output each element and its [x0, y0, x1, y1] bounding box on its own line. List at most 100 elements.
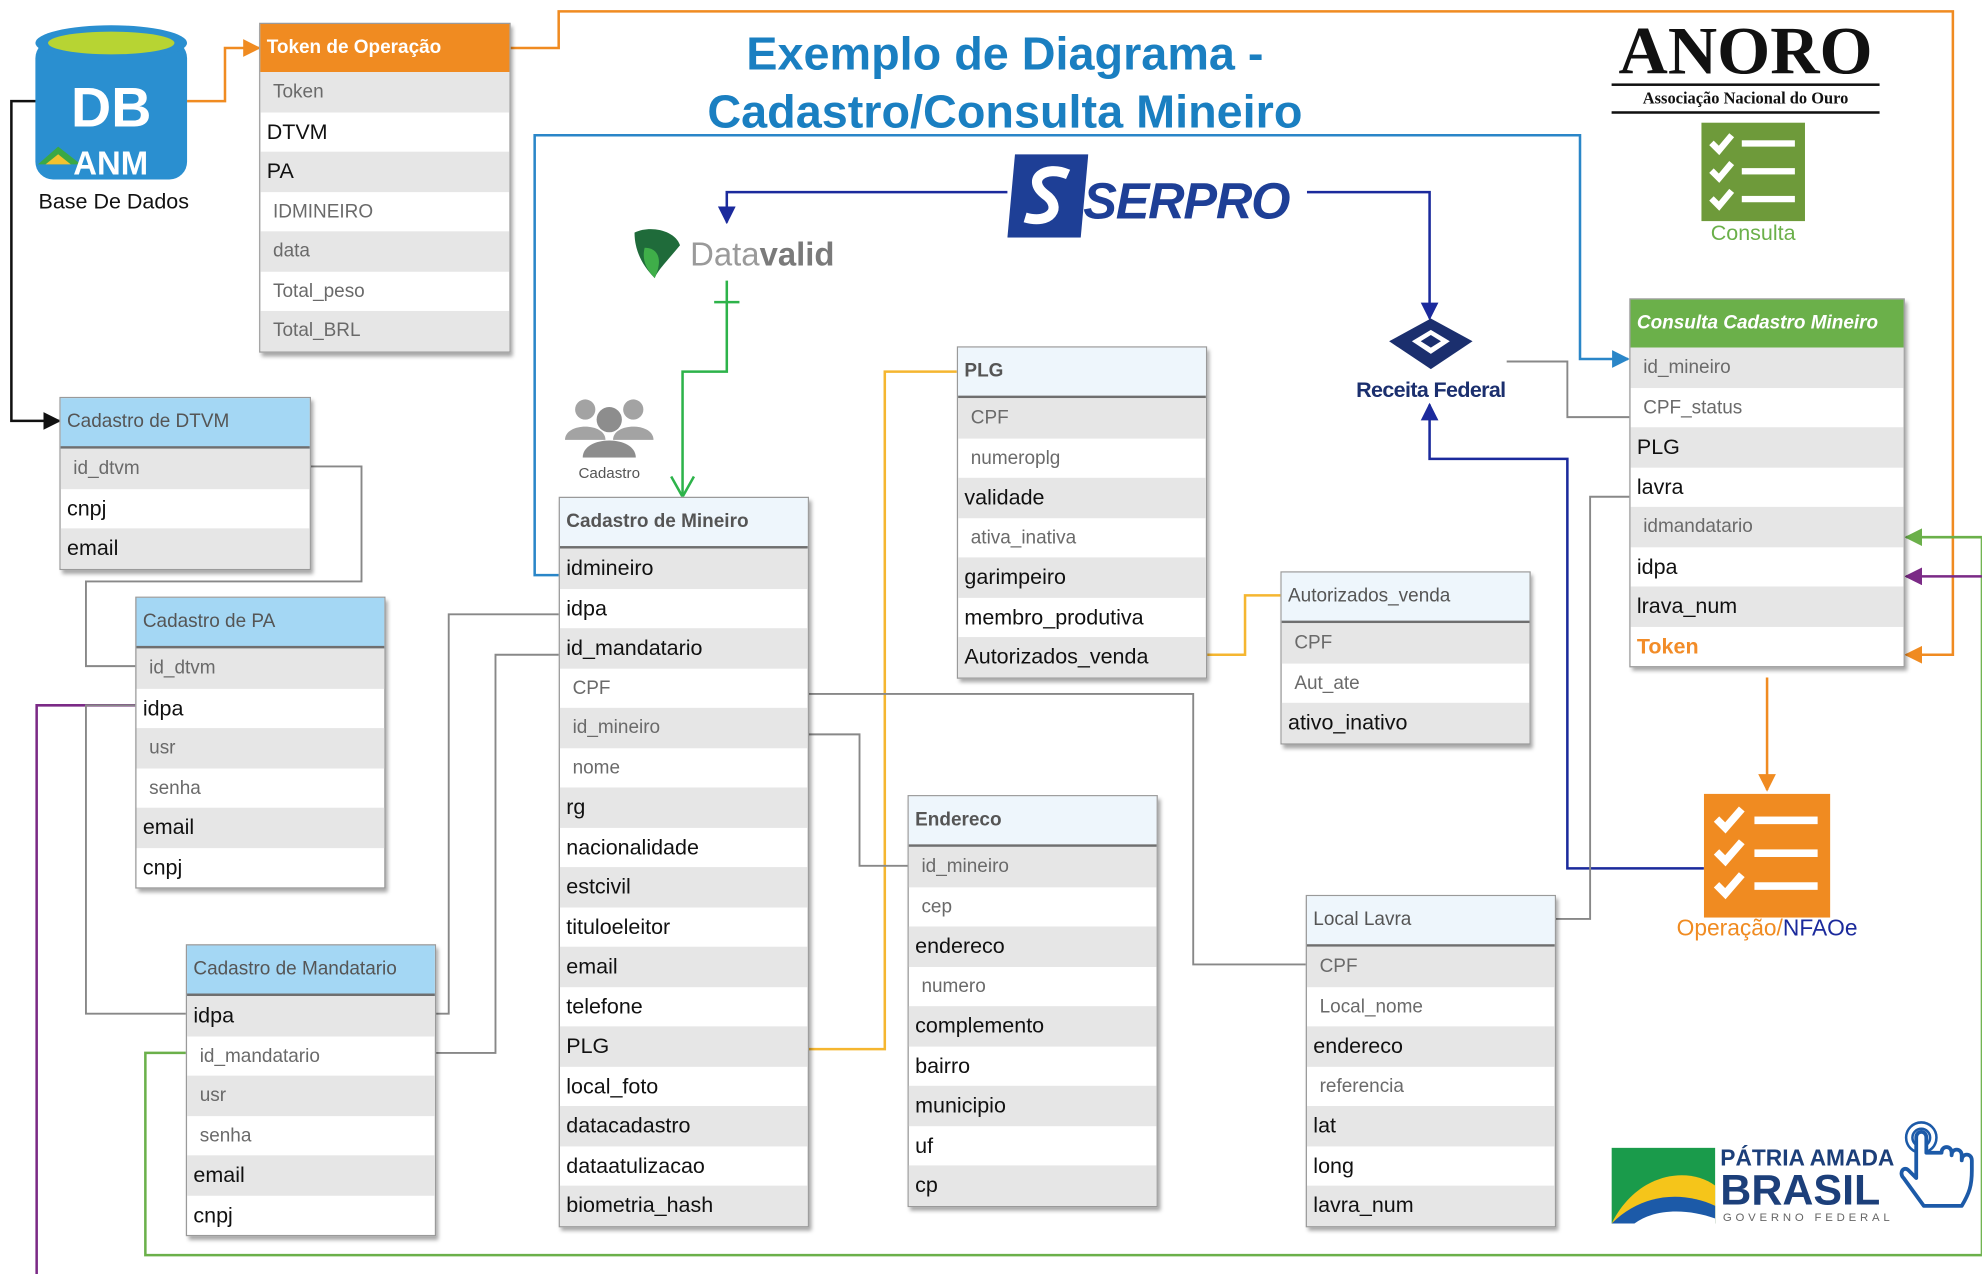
- table-field: cnpj: [193, 1202, 233, 1227]
- db-caption: Base De Dados: [38, 189, 190, 214]
- link-plg-mineiro: [808, 370, 957, 1051]
- consulta-label: Consulta: [1710, 221, 1796, 246]
- operacao-label-a: Operação/: [1676, 915, 1783, 941]
- table-field: telefone: [566, 994, 643, 1019]
- table-field: nome: [572, 756, 621, 778]
- table-field: endereco: [1306, 1026, 1555, 1067]
- anoro-name: ANORO: [1611, 16, 1880, 86]
- table-field: IDMINEIRO: [273, 200, 374, 222]
- receita-mark-icon: [1389, 318, 1473, 370]
- link-db-dtvm: [10, 99, 62, 430]
- table-field: cnpj: [142, 855, 183, 880]
- link-plg-autorizados: [1207, 594, 1281, 657]
- table-header: Local Lavra: [1306, 896, 1555, 947]
- table-field: dataatulizacao: [566, 1153, 705, 1178]
- table-header: PLG: [958, 347, 1206, 399]
- table-field: complemento: [908, 1006, 1157, 1046]
- table-field: bairro: [915, 1053, 971, 1078]
- table-field: referencia: [1319, 1075, 1404, 1097]
- table-field: senha: [199, 1124, 252, 1146]
- table-field: CPF: [958, 398, 1206, 438]
- table-field: PLG: [1630, 427, 1904, 468]
- table-header: Cadastro de DTVM: [60, 398, 310, 449]
- table-field: ativa_inativa: [970, 526, 1077, 548]
- table-field: PA: [260, 151, 510, 192]
- table-field: email: [60, 528, 310, 569]
- link-mineiro-lavra: [808, 692, 1307, 966]
- table-field: id_mandatario: [559, 628, 808, 669]
- table-header: Cadastro de Mandatario: [187, 945, 435, 997]
- table-field: membro_produtiva: [964, 604, 1144, 629]
- table-field: nacionalidade: [566, 834, 699, 859]
- table-field: CPF: [1306, 946, 1555, 987]
- anoro-logo: ANORO Associação Nacional do Ouro: [1611, 16, 1880, 114]
- checklist-icon: [1703, 793, 1831, 918]
- table-field: idmineiro: [559, 548, 808, 589]
- brasil-line-3: GOVERNO FEDERAL: [1722, 1210, 1894, 1224]
- table-field: email: [559, 946, 808, 987]
- link-datavalid-mineiro: [681, 280, 729, 497]
- table-field: lat: [1306, 1106, 1555, 1146]
- table-field: email: [136, 807, 385, 848]
- datavalid-text-b: valid: [759, 235, 835, 274]
- database-icon: [35, 25, 188, 180]
- table-field: rg: [559, 787, 808, 828]
- link-mineiro-endereco: [808, 733, 908, 867]
- table-field: municipio: [908, 1085, 1157, 1126]
- table-field: validade: [958, 477, 1206, 518]
- table-field: Token: [260, 72, 510, 112]
- table-field: lavra: [1636, 474, 1684, 499]
- datavalid-text-a: Data: [690, 235, 760, 274]
- table-field: email: [187, 1155, 435, 1196]
- serpro-text: SERPRO: [1083, 174, 1290, 231]
- table-field: idpa: [187, 996, 435, 1036]
- table-field: Local_nome: [1319, 995, 1423, 1017]
- table-field: id_dtvm: [60, 448, 310, 489]
- table-field: numeroplg: [970, 446, 1061, 469]
- people-icon: [565, 399, 654, 458]
- link-pa-mandatario: [85, 704, 188, 1015]
- table-field: CPF: [1281, 623, 1530, 663]
- table-field: Autorizados_venda: [958, 637, 1206, 677]
- table-field: endereco: [908, 926, 1157, 967]
- hand-pointer-icon: [1899, 1117, 1977, 1216]
- link-db-token: [187, 39, 261, 103]
- link-dtvm-pa: [85, 465, 363, 668]
- table-field: tituloeleitor: [566, 914, 671, 939]
- table-header: Cadastro de Mineiro: [559, 498, 808, 549]
- anm-logo-text: ANM: [73, 144, 149, 183]
- link-serpro-receita: [1306, 190, 1439, 321]
- operacao-label: Operação/NFAOe: [1651, 915, 1884, 942]
- receita-federal-logo: Receita Federal: [1345, 316, 1517, 404]
- table-field: data: [260, 231, 510, 272]
- table-field: idpa: [566, 595, 607, 620]
- table-field: datacadastro: [559, 1106, 808, 1146]
- link-mandatario-idpa: [436, 613, 560, 1015]
- table-field: id_mineiro: [559, 707, 808, 748]
- link-token-consulta: [509, 10, 1955, 664]
- table-field: long: [1313, 1153, 1354, 1178]
- table-field: Aut_ate: [1294, 671, 1360, 694]
- receita-text: Receita Federal: [1356, 377, 1506, 402]
- table-field: usr: [136, 728, 385, 768]
- link-serpro-datavalid: [717, 190, 1008, 225]
- brasil-line-2: BRASIL: [1720, 1166, 1881, 1215]
- table-field: idpa: [1636, 554, 1678, 579]
